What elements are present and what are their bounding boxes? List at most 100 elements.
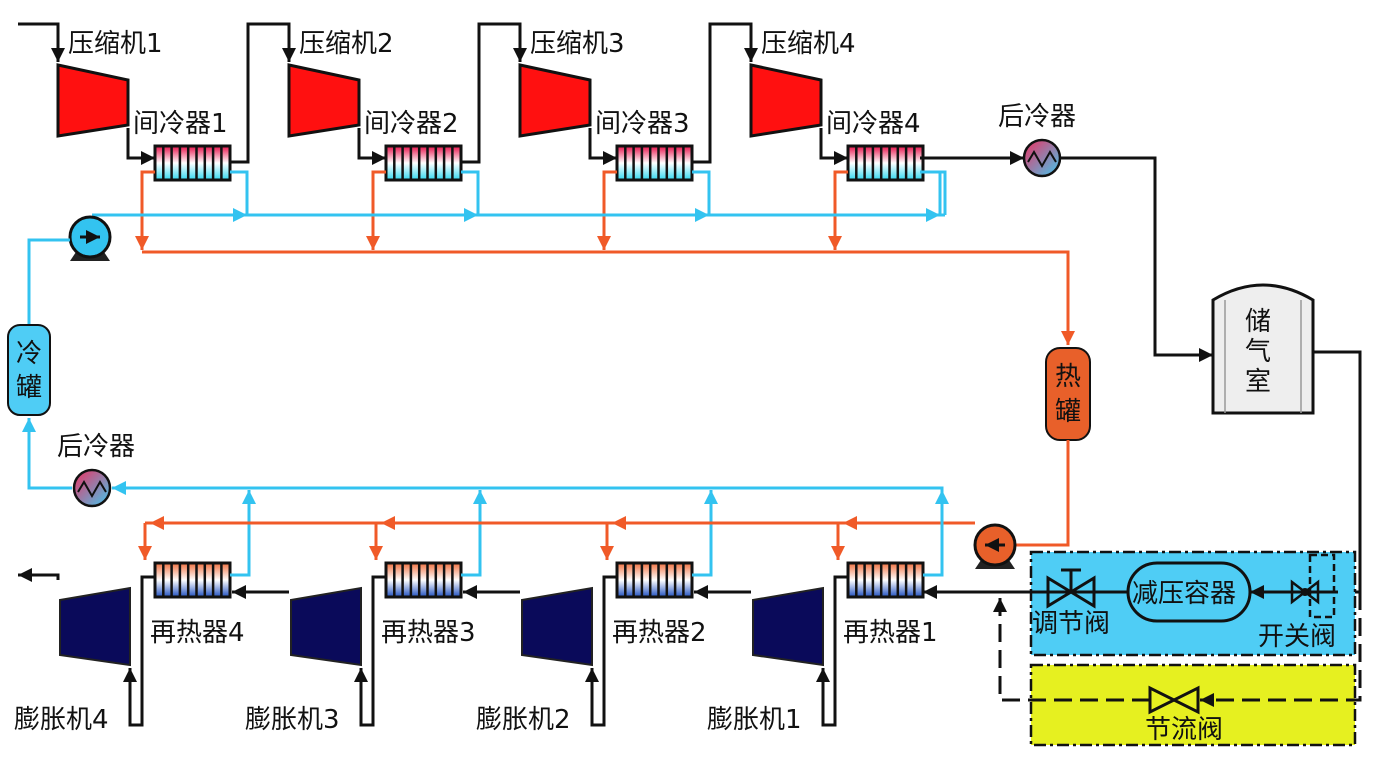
hot-header-arrow (1061, 331, 1075, 345)
hot-to-reheater-arrow (600, 546, 614, 560)
switch-valve-actuator (1308, 553, 1336, 619)
hot-tank-out (1015, 440, 1070, 547)
hot-tank-label: 罐 (1055, 397, 1081, 427)
intercooler-4 (846, 144, 925, 182)
hot-to-reheater-arrow (138, 546, 152, 560)
air-to-expander (590, 575, 617, 727)
pressure-vessel-label: 减压容器 (1132, 579, 1236, 609)
air-to-expander-arrow (354, 668, 368, 682)
air-inlet (18, 22, 60, 62)
air-to-intercooler-arrow (834, 151, 848, 165)
cold-return (461, 490, 482, 577)
storage-label: 气 (1245, 337, 1271, 367)
intercooler-label: 间冷器1 (133, 109, 228, 139)
expander-2 (521, 586, 593, 667)
cold-tank (7, 324, 51, 416)
hot-water-out (140, 170, 155, 250)
compressor-label: 压缩机1 (68, 29, 163, 59)
cold-return (230, 490, 251, 577)
intercooler-2 (384, 144, 463, 182)
cold-water-in (461, 170, 480, 215)
air-to-storage-arrow (1199, 348, 1213, 362)
reheater-1 (846, 561, 925, 599)
hot-water-out-arrow (597, 236, 611, 250)
hot-water-out (371, 170, 386, 250)
intercooler-label: 间冷器3 (595, 109, 690, 139)
cold-water-in (230, 170, 249, 215)
air-to-expander-arrow (585, 668, 599, 682)
compressor-label: 压缩机2 (299, 29, 394, 59)
cold-return-header (112, 486, 944, 575)
hot-to-reheater-arrow (369, 546, 383, 560)
cold-header-end (920, 170, 947, 215)
hot-water-out-arrow (135, 236, 149, 250)
air-to-reheater1-arrow (923, 585, 937, 599)
compressor-label: 压缩机3 (530, 29, 625, 59)
throttle-box (1029, 663, 1357, 747)
compressor-3 (518, 63, 592, 138)
air-exhaust-arrow (18, 568, 32, 582)
throttle-valve-label: 节流阀 (1145, 715, 1223, 745)
throttle-valve-icon (1148, 685, 1200, 715)
air-expander-out-arrow (694, 585, 708, 599)
expander-label: 膨胀机3 (245, 705, 340, 735)
cold-tank-label: 冷 (16, 339, 42, 369)
cold-return-arrow (242, 490, 256, 504)
cold-return (692, 490, 713, 577)
aftercooler-top-label: 后冷器 (998, 102, 1076, 132)
intercooler-label: 间冷器4 (826, 109, 921, 139)
regulating-valve-stem (1061, 568, 1081, 592)
expander-4 (59, 586, 131, 667)
air-line-arrow (513, 48, 527, 62)
air-line (692, 22, 753, 164)
expander-label: 膨胀机4 (14, 705, 109, 735)
air-to-aftercooler-arrow (1010, 151, 1024, 165)
expander-label: 膨胀机2 (476, 705, 571, 735)
air-to-expander-arrow (123, 668, 137, 682)
storage-label: 储 (1245, 307, 1271, 337)
air-to-intercooler-arrow (603, 151, 617, 165)
air-line-arrow (282, 48, 296, 62)
cold-tank-label: 罐 (16, 373, 42, 403)
air-to-expander (128, 575, 155, 727)
hot-water-out-arrow (366, 236, 380, 250)
aftercooler-zigzag-icon (77, 480, 107, 499)
cold-return-header-arrow (112, 481, 126, 495)
cold-water-in (923, 170, 942, 215)
air-to-intercooler-arrow (372, 151, 386, 165)
air-line (230, 22, 291, 164)
reheater-2 (615, 561, 694, 599)
cold-water-in (692, 170, 711, 215)
hot-to-reheater-arrow (831, 546, 845, 560)
hot-water-out (833, 170, 848, 250)
cold-tank-out (27, 238, 70, 325)
expander-3 (290, 586, 362, 667)
reheater-label: 再热器3 (381, 618, 476, 648)
cold-to-tank (27, 418, 72, 490)
hot-pump-arrow-arrow (985, 538, 999, 552)
compressor-label: 压缩机4 (761, 29, 856, 59)
expander-label: 膨胀机1 (707, 705, 802, 735)
switch-valve-center (1301, 588, 1309, 596)
intercooler-1 (153, 144, 232, 182)
reheater-4 (153, 561, 232, 599)
intercooler-3 (615, 144, 694, 182)
cold-pump-arrow-arrow (86, 230, 100, 244)
regulating-valve-icon (1046, 575, 1096, 609)
air-line-arrow (744, 48, 758, 62)
cold-return-arrow (473, 490, 487, 504)
air-line (461, 22, 522, 164)
intercooler-label: 间冷器2 (364, 109, 459, 139)
aftercooler-bottom (72, 468, 112, 508)
air-to-intercooler-arrow (141, 151, 155, 165)
air-to-expander (359, 575, 386, 727)
compressor-2 (287, 63, 361, 138)
throttle-line-out-arrow (993, 598, 1007, 612)
air-expander-out-arrow (463, 585, 477, 599)
air-to-expander (821, 575, 848, 727)
expander-1 (752, 586, 824, 667)
air-to-expander-arrow (816, 668, 830, 682)
air-inlet-arrow (51, 48, 65, 62)
line-switch-vessel-arrow (1250, 585, 1264, 599)
